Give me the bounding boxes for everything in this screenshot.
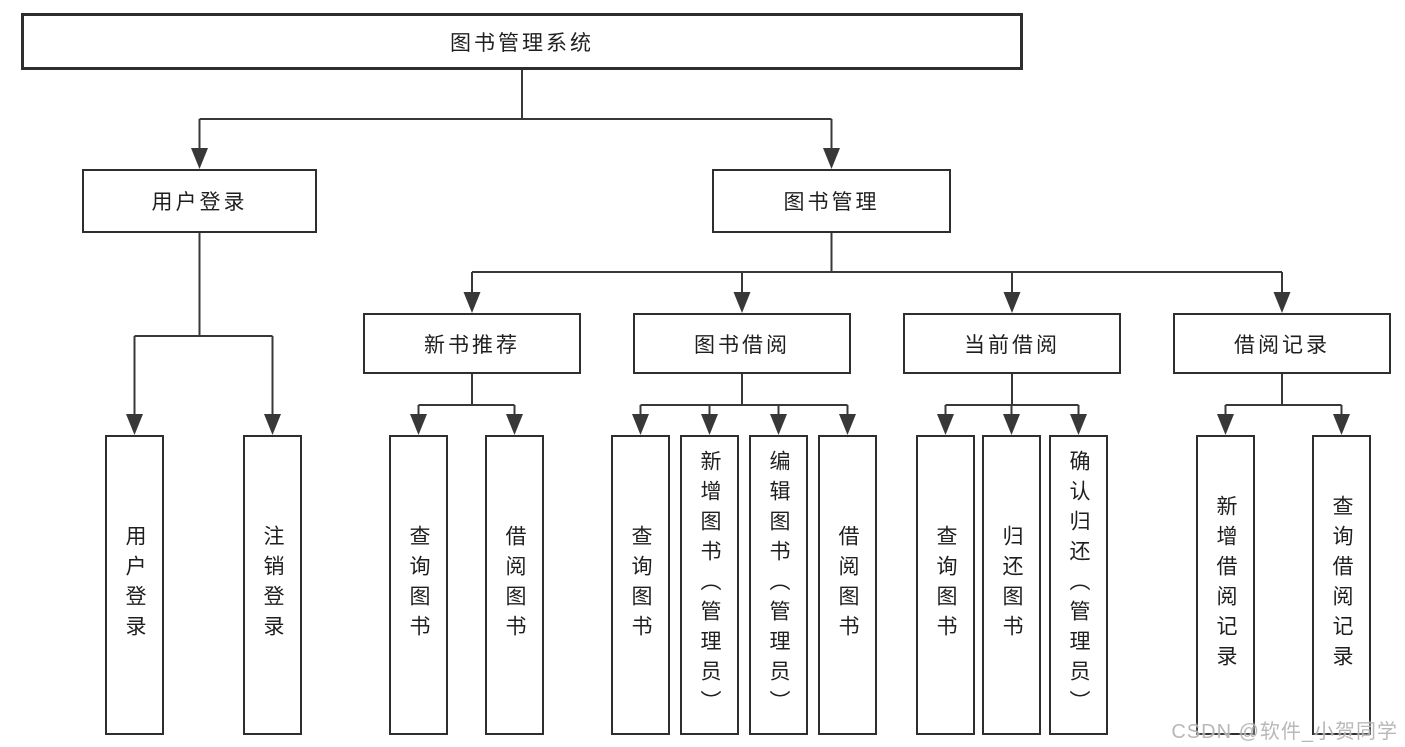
node-current-borrowing: 当前借阅 (903, 313, 1121, 374)
node-query-books-current: 查询图书 (916, 435, 975, 735)
node-query-books-borrowing: 查询图书 (611, 435, 670, 735)
node-library-management-system: 图书管理系统 (21, 13, 1023, 70)
node-add-borrow-record: 新增借阅记录 (1196, 435, 1255, 735)
node-borrow-books-recommend: 借阅图书 (485, 435, 544, 735)
node-book-management: 图书管理 (712, 169, 951, 233)
node-query-books-recommend: 查询图书 (389, 435, 448, 735)
node-user-login-action: 用户登录 (105, 435, 164, 735)
node-logout: 注销登录 (243, 435, 302, 735)
node-book-borrowing: 图书借阅 (633, 313, 851, 374)
node-borrow-books-borrowing: 借阅图书 (818, 435, 877, 735)
node-new-book-recommendation: 新书推荐 (363, 313, 581, 374)
node-borrowing-records: 借阅记录 (1173, 313, 1391, 374)
node-user-login: 用户登录 (82, 169, 317, 233)
node-edit-book-admin: 编辑图书（管理员） (749, 435, 808, 735)
node-confirm-return-admin: 确认归还（管理员） (1049, 435, 1108, 735)
node-query-borrow-record: 查询借阅记录 (1312, 435, 1371, 735)
node-add-book-admin: 新增图书（管理员） (680, 435, 739, 735)
node-return-books: 归还图书 (982, 435, 1041, 735)
csdn-watermark: CSDN @软件_小贺同学 (1171, 721, 1398, 743)
